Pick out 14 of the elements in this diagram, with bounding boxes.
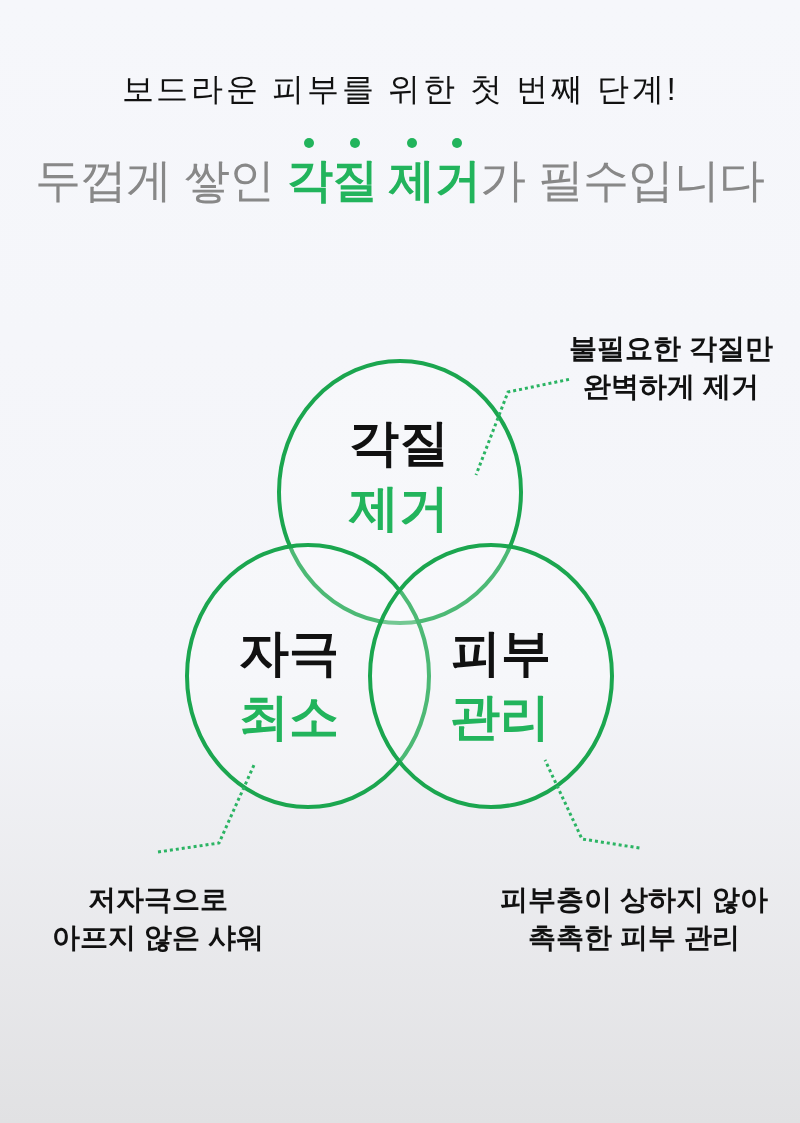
leader-line — [157, 764, 256, 854]
circle-heading: 피부 — [451, 628, 551, 678]
circle-subheading: 관리 — [450, 692, 550, 742]
circle-subheading: 최소 — [239, 692, 339, 742]
heading: 두껍게 쌓인 각질 제거가 필수입니다 — [35, 153, 765, 208]
callout-text: 저자극으로 아프지 않은 샤워 — [52, 881, 264, 957]
callout-text: 피부층이 상하지 않아 촉촉한 피부 관리 — [500, 881, 768, 957]
circle-heading: 각질 — [349, 418, 449, 468]
leader-line — [474, 377, 570, 476]
leader-line — [543, 759, 640, 850]
circle-heading: 자극 — [239, 628, 339, 678]
callout-text: 불필요한 각질만 완벽하게 제거 — [569, 330, 773, 406]
circle-subheading: 제거 — [349, 483, 449, 533]
subheading: 보드라운 피부를 위한 첫 번째 단계! — [121, 70, 679, 109]
